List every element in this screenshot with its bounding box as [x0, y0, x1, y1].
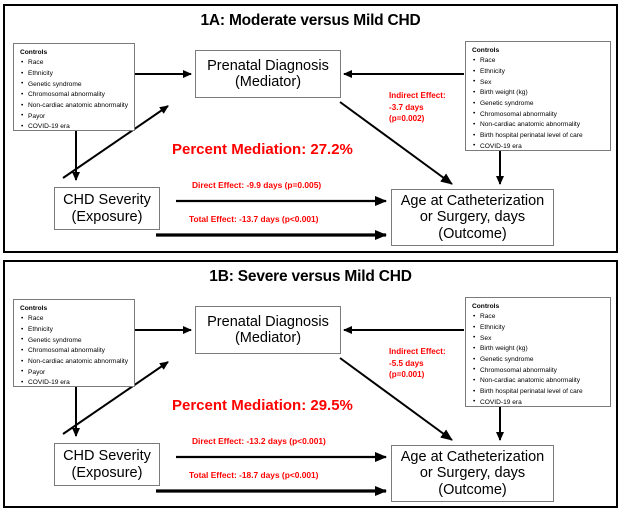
list-item: Birth weight (kg) [473, 344, 605, 355]
node-outcome-1b-line1: Age at Catheterization [400, 449, 545, 466]
list-item: Birth hospital perinatal level of care [473, 387, 605, 398]
list-item: Race [473, 56, 605, 67]
node-exposure-1b: CHD Severity (Exposure) [54, 443, 160, 486]
indirect-effect-label-1a: Indirect Effect: -3.7 days (p=0.002) [389, 90, 446, 125]
list-item: Birth hospital perinatal level of care [473, 131, 605, 142]
controls-left-1a-title: Controls [20, 49, 48, 56]
list-item: Non-cardiac anatomic abnormality [473, 376, 605, 387]
node-outcome-1a-line2: or Surgery, days [419, 209, 526, 226]
node-outcome-1b-line2: or Surgery, days [419, 465, 526, 482]
node-mediator-1a-line2: (Mediator) [234, 74, 302, 90]
list-item: COVID-19 era [473, 397, 605, 409]
node-outcome-1b: Age at Catheterization or Surgery, days … [391, 445, 554, 502]
controls-right-1a-title: Controls [472, 47, 500, 54]
list-item: Sex [473, 333, 605, 345]
list-item: Ethnicity [473, 67, 605, 78]
list-item: Payor [21, 111, 129, 123]
indirect-effect-1b-line3: (p=0.001) [389, 370, 425, 380]
controls-right-1a-list: Race Ethnicity Sex Birth weight (kg) Gen… [471, 56, 605, 152]
controls-right-1b-list: Race Ethnicity Sex Birth weight (kg) Gen… [471, 312, 605, 408]
node-exposure-1b-line2: (Exposure) [71, 464, 143, 481]
node-exposure-1a-line2: (Exposure) [71, 208, 143, 225]
node-exposure-1a: CHD Severity (Exposure) [54, 187, 160, 230]
list-item: COVID-19 era [21, 122, 129, 133]
direct-effect-label-1b: Direct Effect: -13.2 days (p<0.001) [192, 436, 326, 446]
panel-1b: 1B: Severe versus Mild CHD Controls [3, 260, 618, 508]
list-item: Chromosomal abnormality [21, 90, 129, 101]
controls-left-1a-list: Race Ethnicity Genetic syndrome Chromoso… [19, 58, 129, 133]
list-item: COVID-19 era [473, 141, 605, 153]
list-item: Chromosomal abnormality [473, 109, 605, 121]
list-item: Chromosomal abnormality [473, 365, 605, 377]
indirect-effect-1b-line1: Indirect Effect: [389, 347, 446, 356]
indirect-effect-label-1b: Indirect Effect: -5.5 days (p=0.001) [389, 346, 446, 381]
indirect-effect-1a-line1: Indirect Effect: [389, 91, 446, 100]
list-item: Payor [21, 367, 129, 379]
node-outcome-1a: Age at Catheterization or Surgery, days … [391, 189, 554, 246]
controls-box-right-1b: Controls Race Ethnicity Sex Birth weight… [465, 297, 611, 408]
percent-mediation-1a: Percent Mediation: 27.2% [172, 141, 353, 158]
controls-box-left-1b: Controls Race Ethnicity Genetic syndrome… [13, 299, 135, 389]
indirect-effect-1b-line2: -5.5 days [389, 358, 424, 368]
list-item: Genetic syndrome [473, 99, 605, 110]
list-item: Non-cardiac anatomic abnormality [21, 101, 129, 112]
list-item: Chromosomal abnormality [21, 346, 129, 357]
total-effect-label-1b: Total Effect: -18.7 days (p<0.001) [189, 470, 319, 480]
panel-1a: 1A: Moderate versus Mild CHD [3, 4, 618, 253]
node-mediator-1a-line1: Prenatal Diagnosis [207, 57, 329, 74]
panel-1a-title: 1A: Moderate versus Mild CHD [200, 12, 421, 29]
node-exposure-1b-line1: CHD Severity [63, 448, 151, 465]
list-item: Ethnicity [473, 323, 605, 334]
indirect-effect-1a-line2: -3.7 days [389, 102, 424, 112]
total-effect-label-1a: Total Effect: -13.7 days (p<0.001) [189, 214, 319, 224]
node-mediator-1b-line1: Prenatal Diagnosis [207, 313, 329, 330]
percent-mediation-1b: Percent Mediation: 29.5% [172, 397, 353, 414]
node-outcome-1b-line3: (Outcome) [438, 481, 507, 498]
list-item: Race [473, 312, 605, 323]
list-item: Non-cardiac anatomic abnormality [473, 120, 605, 131]
controls-left-1b-title: Controls [20, 305, 48, 312]
list-item: COVID-19 era [21, 378, 129, 389]
controls-right-1b-title: Controls [472, 303, 500, 310]
list-item: Genetic syndrome [21, 335, 129, 347]
node-outcome-1a-line1: Age at Catheterization [400, 193, 545, 210]
node-mediator-1b: Prenatal Diagnosis (Mediator) [195, 306, 341, 354]
node-mediator-1a: Prenatal Diagnosis (Mediator) [195, 50, 341, 98]
list-item: Race [21, 314, 129, 325]
list-item: Genetic syndrome [473, 355, 605, 366]
indirect-effect-1a-line3: (p=0.002) [389, 114, 425, 124]
list-item: Genetic syndrome [21, 79, 129, 91]
list-item: Ethnicity [21, 325, 129, 336]
panel-1b-title: 1B: Severe versus Mild CHD [209, 268, 412, 285]
controls-left-1b-list: Race Ethnicity Genetic syndrome Chromoso… [19, 314, 129, 389]
list-item: Birth weight (kg) [473, 88, 605, 99]
list-item: Non-cardiac anatomic abnormality [21, 357, 129, 368]
list-item: Race [21, 58, 129, 69]
list-item: Sex [473, 77, 605, 89]
list-item: Ethnicity [21, 69, 129, 80]
controls-box-right-1a: Controls Race Ethnicity Sex Birth weight… [465, 41, 611, 152]
node-outcome-1a-line3: (Outcome) [438, 225, 507, 242]
node-exposure-1a-line1: CHD Severity [63, 192, 151, 209]
direct-effect-label-1a: Direct Effect: -9.9 days (p=0.005) [192, 180, 322, 190]
controls-box-left-1a: Controls Race Ethnicity Genetic syndrome… [13, 43, 135, 133]
node-mediator-1b-line2: (Mediator) [234, 330, 302, 346]
